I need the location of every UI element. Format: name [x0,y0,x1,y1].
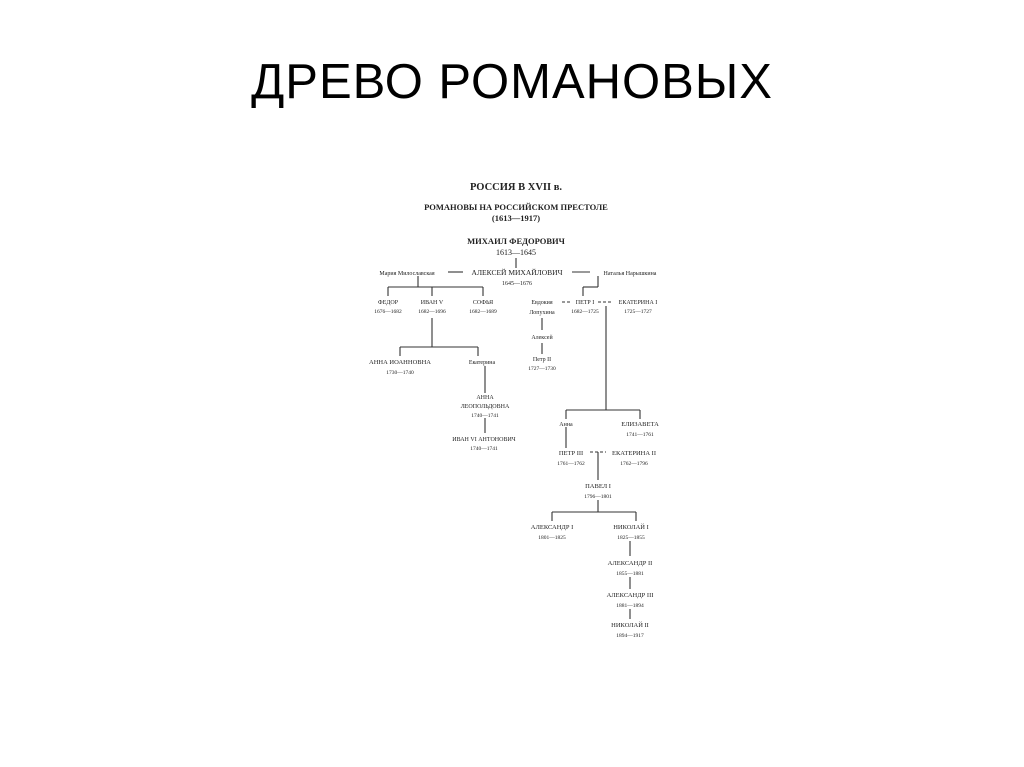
person-natalia: Наталья Нарышкина [604,271,657,277]
person-ekaterina: Екатерина [469,360,496,366]
person-peter2: Петр II 1727—1730 [528,357,556,372]
person-evdokia: Евдокия Лопухина [529,300,555,316]
person-years: 1682—1696 [418,309,446,315]
person-nicholas1: НИКОЛАЙ I 1825—1855 [613,523,649,541]
person-name: Петр II [533,357,551,363]
person-anna-leopoldovna: АННА ЛЕОПОЛЬДОВНА 1740—1741 [461,395,510,419]
person-alexander1: АЛЕКСАНДР I 1801—1825 [531,524,574,541]
figure-subtitle: РОМАНОВЫ НА РОССИЙСКОМ ПРЕСТОЛЕ [424,202,608,212]
person-years: 1801—1825 [538,535,566,541]
person-alexei-son: Алексей [531,334,553,341]
person-name: ИВАН VI АНТОНОВИЧ [452,437,516,443]
person-anna-ioannovna: АННА ИОАННОВНА 1730—1740 [369,359,431,376]
person-maria: Мария Милославская [379,271,434,277]
person-years: 1740—1741 [470,446,498,452]
person-years: 1796—1801 [584,494,612,500]
person-ivan5: ИВАН V 1682—1696 [418,300,446,315]
figure-years: (1613—1917) [492,213,540,223]
person-years: 1825—1855 [617,535,645,541]
person-years: 1645—1676 [502,281,532,287]
person-sofia: СОФЬЯ 1682—1689 [469,300,497,315]
person-years: 1761—1762 [557,461,585,467]
person-catherine1: ЕКАТЕРИНА I 1725—1727 [619,300,658,315]
person-years: 1727—1730 [528,366,556,372]
person-name: АННА [476,395,494,401]
person-years: 1682—1689 [469,309,497,315]
person-years: 1855—1881 [616,571,644,577]
slide-title: ДРЕВО РОМАНОВЫХ [251,55,773,109]
person-anna: Анна [559,422,573,428]
person-name: АЛЕКСАНДР II [608,560,653,567]
person-name: МИХАИЛ ФЕДОРОВИЧ [467,236,565,246]
person-years: 1682—1725 [571,309,599,315]
person-years: 1730—1740 [386,370,414,376]
person-years: 1613—1645 [496,248,536,257]
person-mikhail: МИХАИЛ ФЕДОРОВИЧ 1613—1645 [467,236,565,257]
person-name: СОФЬЯ [473,300,493,306]
person-years: 1741—1761 [626,432,654,438]
person-ivan6: ИВАН VI АНТОНОВИЧ 1740—1741 [452,437,516,452]
person-alexander2: АЛЕКСАНДР II 1855—1881 [608,560,653,577]
person-name: ЕКАТЕРИНА I [619,300,658,306]
person-name: ПЕТР III [559,450,583,457]
person-years: 1740—1741 [471,413,499,419]
person-name: АННА ИОАННОВНА [369,359,431,366]
person-alexander3: АЛЕКСАНДР III 1881—1894 [607,592,654,609]
person-name: Евдокия [531,300,553,306]
person-name: АЛЕКСАНДР I [531,524,574,531]
person-elizaveta: ЕЛИЗАВЕТА 1741—1761 [621,421,659,438]
person-name: ЕКАТЕРИНА II [612,450,656,457]
person-years: 1894—1917 [616,633,644,639]
person-name: НИКОЛАЙ II [611,621,649,629]
person-name: ФЕДОР [378,300,399,306]
person-years: 1881—1894 [616,603,644,609]
person-years: 1676—1682 [374,309,402,315]
person-name: АЛЕКСЕЙ МИХАЙЛОВИЧ [472,268,563,277]
person-name: АЛЕКСАНДР III [607,592,654,599]
person-pavel1: ПАВЕЛ I 1796—1801 [584,483,612,500]
person-name: ПАВЕЛ I [585,483,611,490]
tree-connectors [387,258,641,619]
person-name: ЕЛИЗАВЕТА [621,421,659,428]
figure-header: РОССИЯ В XVII в. [470,182,562,193]
person-alexei: АЛЕКСЕЙ МИХАЙЛОВИЧ 1645—1676 [472,268,563,287]
person-name: НИКОЛАЙ I [613,523,649,531]
person-fedor: ФЕДОР 1676—1682 [374,300,402,315]
person-name: ИВАН V [421,300,444,306]
person-peter3: ПЕТР III 1761—1762 [557,450,585,467]
person-years: 1762—1796 [620,461,648,467]
person-name: ПЕТР I [576,300,595,306]
person-nicholas2: НИКОЛАЙ II 1894—1917 [611,621,649,639]
person-catherine2: ЕКАТЕРИНА II 1762—1796 [612,450,656,467]
person-peter1: ПЕТР I 1682—1725 [571,300,599,315]
person-years: 1725—1727 [624,309,652,315]
person-name-2: ЛЕОПОЛЬДОВНА [461,404,510,410]
person-name-2: Лопухина [529,310,555,316]
